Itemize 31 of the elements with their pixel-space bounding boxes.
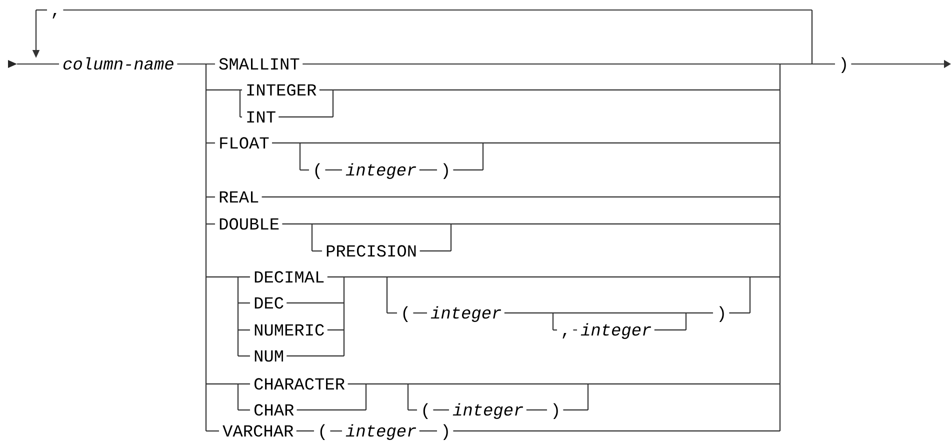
symbol: , <box>52 13 56 18</box>
symbol: ) <box>841 57 846 73</box>
keyword: NUM <box>254 350 283 362</box>
keyword: CHAR <box>254 404 294 416</box>
keyword: REAL <box>220 191 258 202</box>
symbol: ( <box>423 403 428 419</box>
symbol: ) <box>443 424 448 440</box>
keyword: DEC <box>254 297 284 309</box>
symbol: ( <box>320 424 325 440</box>
keyword: DOUBLE <box>220 218 279 230</box>
keyword: INTEGER <box>247 84 316 96</box>
keyword: FLOAT <box>220 137 269 149</box>
symbol: ( <box>315 163 320 179</box>
variable-name: integer <box>580 323 652 339</box>
symbol: ) <box>443 163 448 179</box>
variable-name: integer <box>346 163 416 179</box>
symbol: ) <box>719 306 724 322</box>
keyword: SMALLINT <box>219 58 300 70</box>
variable-name: column-name <box>63 57 174 70</box>
variable-name: integer <box>430 306 502 322</box>
keyword: NUMERIC <box>254 324 324 336</box>
variable-name: integer <box>346 424 416 440</box>
symbol: ( <box>403 306 408 322</box>
symbol: , <box>562 333 566 338</box>
keyword: PRECISION <box>326 245 416 257</box>
symbol: ) <box>553 403 558 419</box>
variable-name: integer <box>452 403 524 419</box>
keyword: VARCHAR <box>222 425 294 437</box>
keyword: INT <box>247 111 276 122</box>
keyword: CHARACTER <box>254 378 345 390</box>
keyword: DECIMAL <box>254 271 324 283</box>
